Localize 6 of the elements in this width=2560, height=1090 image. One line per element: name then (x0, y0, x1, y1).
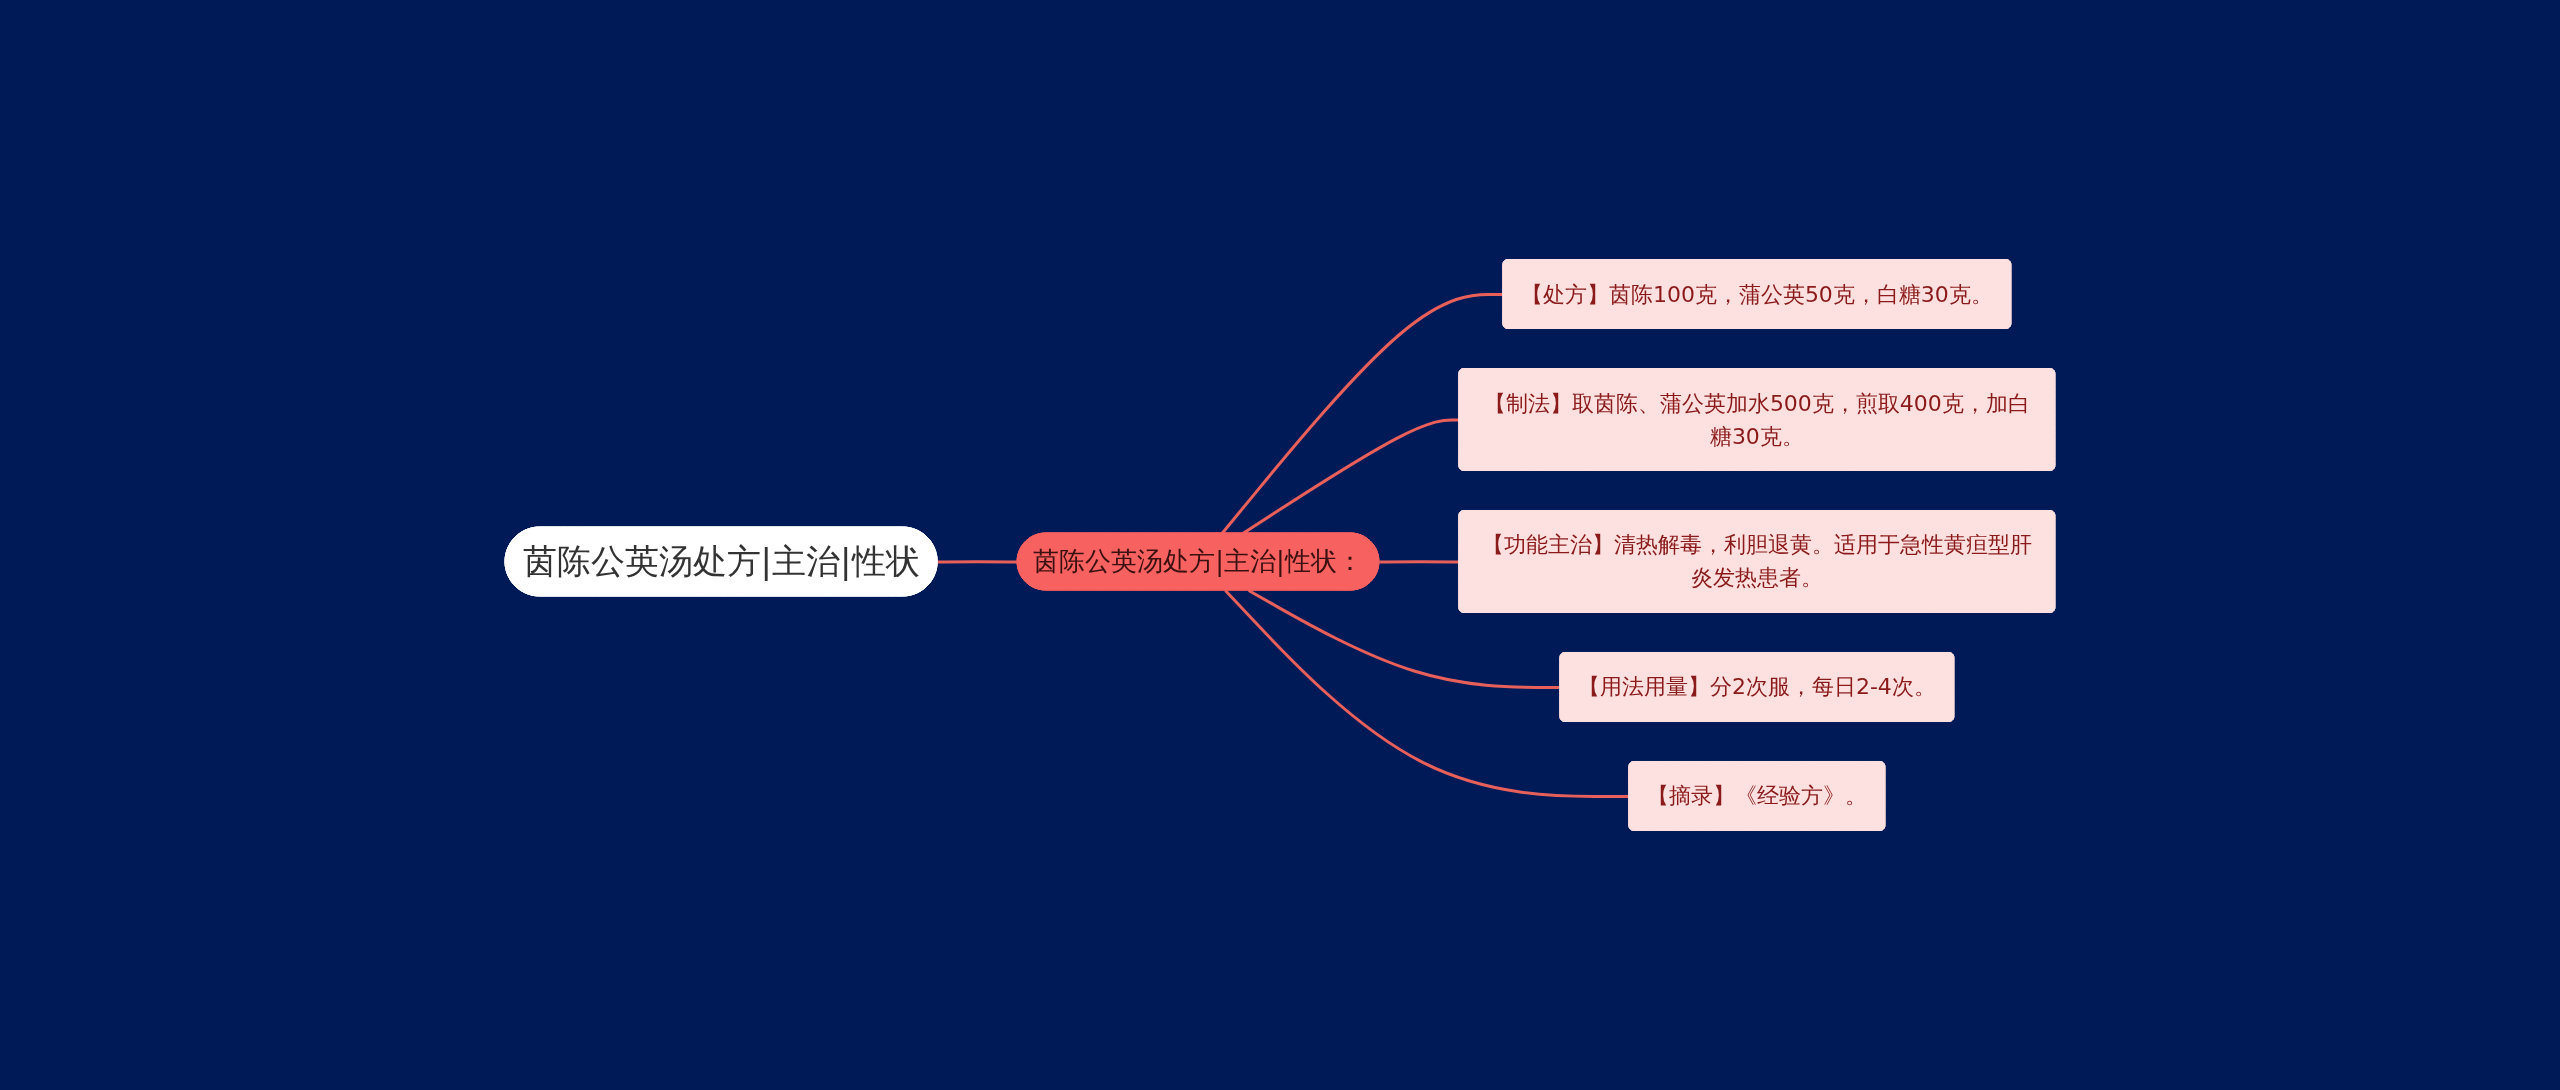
connector (937, 560, 1018, 564)
connector (1248, 589, 1561, 689)
connector (1224, 589, 1630, 798)
connector (1220, 292, 1504, 535)
connector (1379, 560, 1460, 564)
connector (1242, 418, 1460, 535)
